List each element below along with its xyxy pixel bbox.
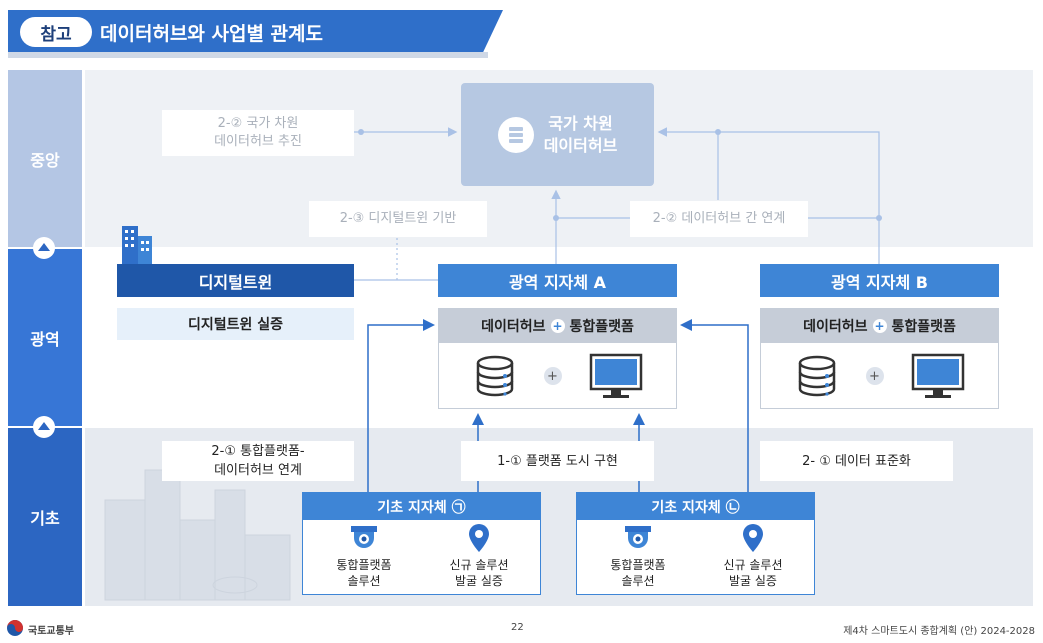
plus-icon: + xyxy=(550,319,565,333)
city-illustration xyxy=(104,469,291,601)
regional-gov-a-header: 광역 지자체 A xyxy=(438,264,677,297)
level-regional: 광역 xyxy=(8,249,82,426)
title-shadow xyxy=(8,52,488,58)
plus-icon: + xyxy=(872,319,887,333)
label-platform-hub-link: 2-① 통합플랫폼- 데이터허브 연계 xyxy=(162,441,354,481)
title-tag: 참고 xyxy=(20,17,92,47)
up-arrow-icon xyxy=(33,416,55,438)
label-hub-link: 2-② 데이터허브 간 연계 xyxy=(630,201,808,237)
ministry-name: 국토교통부 xyxy=(28,626,74,637)
basic-gov-2-header: 기초 지자체 ㉡ xyxy=(577,493,814,520)
document-title: 제4차 스마트도시 종합계획 (안) 2024-2028 xyxy=(843,626,1035,637)
cctv-icon xyxy=(625,526,651,548)
level-basic: 기초 xyxy=(8,428,82,606)
digital-twin-header: 디지털트윈 xyxy=(117,264,354,297)
digital-twin-demo: 디지털트윈 실증 xyxy=(117,308,354,340)
ministry-logo-icon xyxy=(7,620,23,636)
location-pin-icon xyxy=(743,524,763,552)
label-national-hub: 2-② 국가 차원 데이터허브 추진 xyxy=(162,110,354,156)
database-icon xyxy=(798,355,835,397)
plus-icon: + xyxy=(865,367,884,385)
plus-icon: + xyxy=(543,367,562,385)
cctv-icon xyxy=(351,526,377,548)
basic-gov-1-item2: 신규 솔루션 발굴 실증 xyxy=(449,558,509,588)
platform-a: 데이터허브 + 통합플랫폼 + xyxy=(438,308,677,409)
basic-gov-2-item1: 통합플랫폼 솔루션 xyxy=(610,558,666,588)
platform-b: 데이터허브 + 통합플랫폼 + xyxy=(760,308,999,409)
basic-gov-2: 기초 지자체 ㉡ 통합플랫폼 솔루션 신규 솔루션 발굴 실증 xyxy=(576,492,815,595)
platform-b-header: 데이터허브 + 통합플랫폼 xyxy=(761,309,998,343)
basic-gov-1: 기초 지자체 ㉠ 통합플랫폼 솔루션 신규 솔루션 발굴 실증 xyxy=(302,492,541,595)
basic-gov-1-item1: 통합플랫폼 솔루션 xyxy=(336,558,392,588)
hub-title-line1: 국가 차원 xyxy=(548,113,613,133)
monitor-icon xyxy=(589,353,642,398)
national-data-hub: 국가 차원 데이터허브 xyxy=(461,83,654,186)
page-title: 데이터허브와 사업별 관계도 xyxy=(100,22,323,45)
regional-gov-b-header: 광역 지자체 B xyxy=(760,264,999,297)
basic-gov-2-item2: 신규 솔루션 발굴 실증 xyxy=(723,558,783,588)
label-data-standard: 2- ① 데이터 표준화 xyxy=(760,441,953,481)
label-platform-city: 1-① 플랫폼 도시 구현 xyxy=(461,441,654,481)
platform-a-header: 데이터허브 + 통합플랫폼 xyxy=(439,309,676,343)
monitor-icon xyxy=(911,353,964,398)
level-central: 중앙 xyxy=(8,70,82,247)
label-digital-twin-base: 2-③ 디지털트윈 기반 xyxy=(309,201,487,237)
database-icon xyxy=(476,355,513,397)
page-number: 22 xyxy=(511,622,524,633)
building-icon xyxy=(122,226,152,266)
location-pin-icon xyxy=(469,524,489,552)
up-arrow-icon xyxy=(33,237,55,259)
basic-gov-1-header: 기초 지자체 ㉠ xyxy=(303,493,540,520)
server-icon xyxy=(497,116,534,153)
hub-title-line2: 데이터허브 xyxy=(543,135,618,155)
